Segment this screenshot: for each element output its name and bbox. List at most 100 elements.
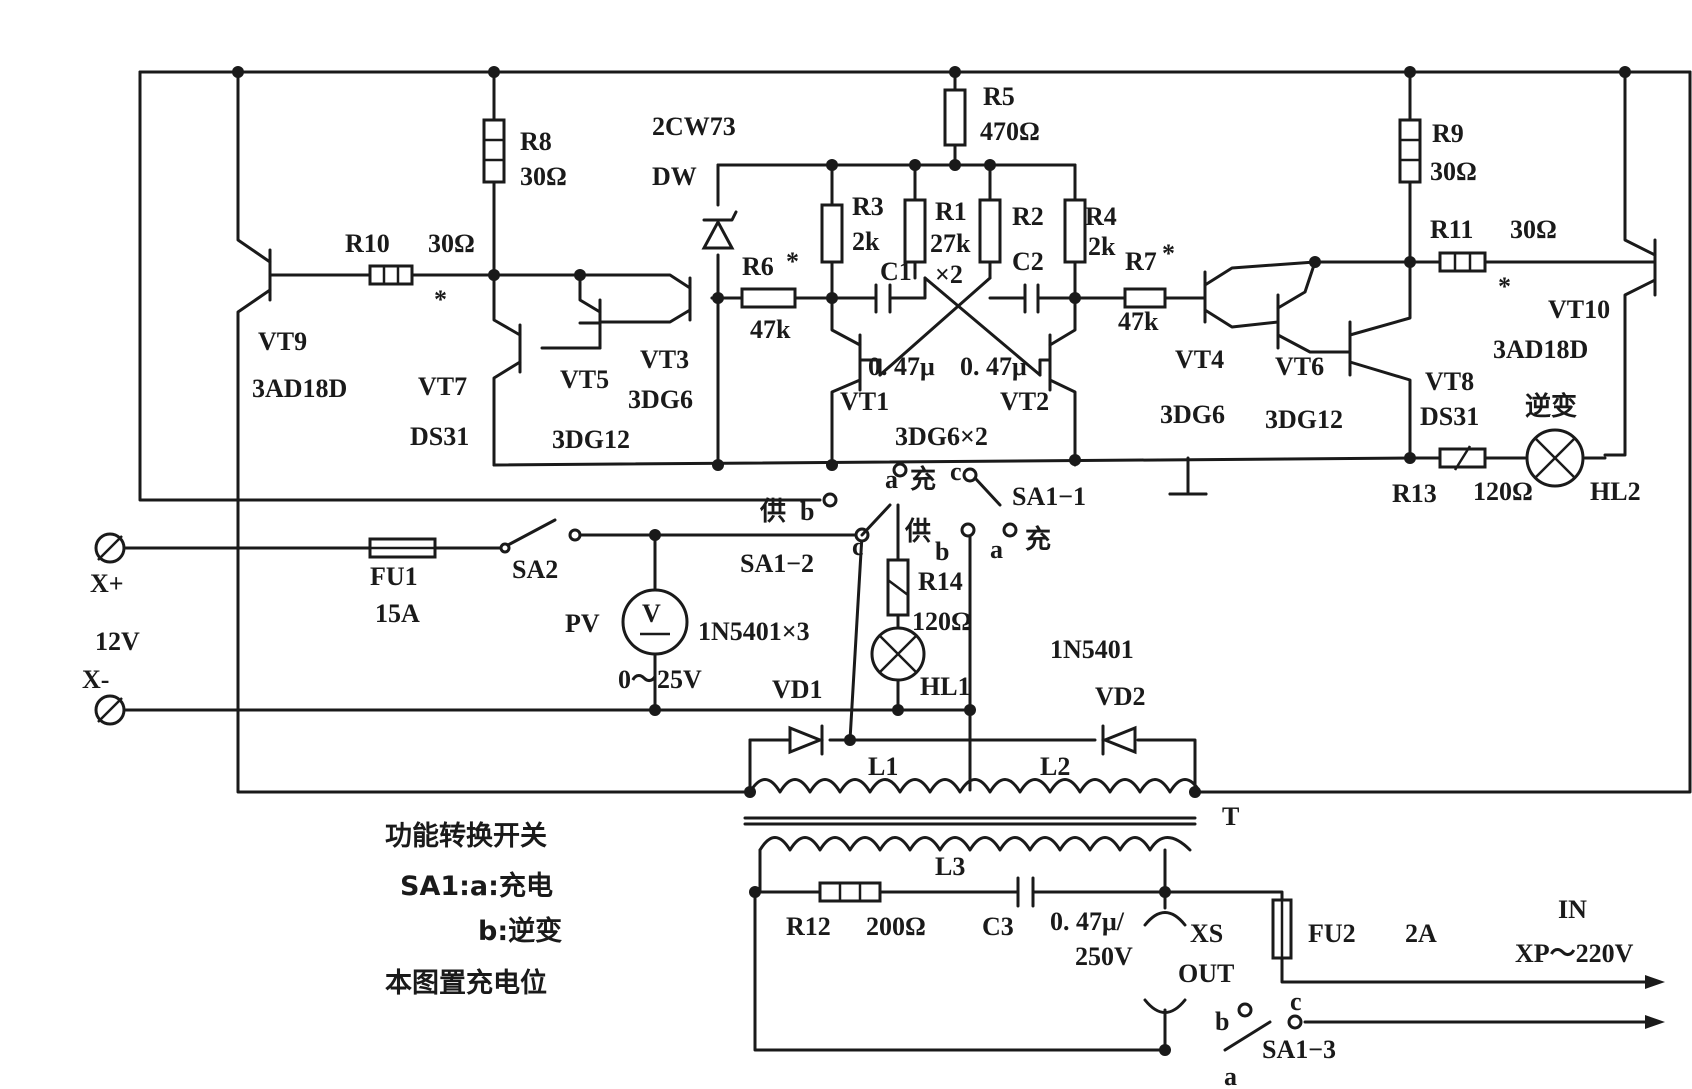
label-r11-mark: * <box>1498 272 1511 301</box>
label-vt6-model: 3DG12 <box>1265 405 1343 434</box>
label-hl2: HL2 <box>1590 477 1641 506</box>
label-pv: PV <box>565 609 600 638</box>
label-vt10: VT10 <box>1548 295 1610 324</box>
label-r11-value: 30Ω <box>1510 215 1557 244</box>
label-vt3-model: 3DG6 <box>628 385 693 414</box>
label-c2: C2 <box>1012 247 1044 276</box>
label-r14-value: 120Ω <box>912 607 972 636</box>
resistor-r11 <box>1438 251 1487 273</box>
capacitor-c2 <box>1023 283 1040 314</box>
switch-sa2 <box>499 518 582 554</box>
label-vt5-model: 3DG12 <box>552 425 630 454</box>
label-pv-range: 0～25V <box>618 665 702 694</box>
label-sa1-2-c: c <box>852 532 864 561</box>
zener-diode-dw <box>701 210 738 250</box>
label-voltage: 12V <box>95 627 140 656</box>
resistor-r5 <box>943 88 967 147</box>
label-t: T <box>1222 802 1239 831</box>
resistor-r7 <box>1123 287 1167 309</box>
label-sa1-2-b: b <box>935 537 949 566</box>
label-vd2-model: 1N5401 <box>1050 635 1134 664</box>
label-vt9-model: 3AD18D <box>252 374 347 403</box>
label-c3-value: 0. 47μ/ <box>1050 907 1125 936</box>
label-r8-value: 30Ω <box>520 162 567 191</box>
transistor-vt1 <box>858 333 882 392</box>
label-sa1-3-c: c <box>1290 987 1302 1016</box>
label-r1: R1 <box>935 197 967 226</box>
label-hl1: HL1 <box>920 672 971 701</box>
label-r10-value: 30Ω <box>428 229 475 258</box>
capacitor-c1 <box>874 283 892 314</box>
label-r9-value: 30Ω <box>1430 157 1477 186</box>
label-sa1-1: SA1−1 <box>1012 482 1086 511</box>
diode-vd2 <box>1100 724 1137 756</box>
label-r12: R12 <box>786 912 831 941</box>
label-r10: R10 <box>345 229 390 258</box>
legend-line-1: SA1:a:充电 <box>400 870 553 902</box>
label-r3-value: 2k <box>852 227 880 256</box>
junctions <box>232 66 1631 1056</box>
legend-line-2: b:逆变 <box>478 915 562 947</box>
label-r4: R4 <box>1085 202 1117 231</box>
label-vt2: VT2 <box>1000 387 1049 416</box>
label-vt1: VT1 <box>840 387 889 416</box>
resistor-r13 <box>1438 445 1487 471</box>
label-r10-mark: * <box>434 285 447 314</box>
label-sa2: SA2 <box>512 555 558 584</box>
label-sa1-1-a: a <box>885 465 898 494</box>
label-r7-value: 47k <box>1118 307 1159 336</box>
socket-xs <box>1143 911 1187 1014</box>
output-arrows <box>1645 975 1665 1029</box>
label-vt6: VT6 <box>1275 352 1324 381</box>
label-sa1-1-c: c <box>950 457 962 486</box>
label-c3-voltage: 250V <box>1075 942 1133 971</box>
label-l3: L3 <box>935 852 965 881</box>
label-vt7: VT7 <box>418 372 467 401</box>
label-r5-value: 470Ω <box>980 117 1040 146</box>
resistor-r3 <box>820 203 844 264</box>
label-r9: R9 <box>1432 119 1464 148</box>
labels: R8 30Ω R9 30Ω R5 470Ω 2CW73 DW R10 30Ω *… <box>82 82 1641 1089</box>
label-vd2: VD2 <box>1095 682 1146 711</box>
switch-sa1-contacts <box>822 462 1303 1052</box>
label-vt5: VT5 <box>560 365 609 394</box>
fuse-fu2 <box>1271 898 1293 960</box>
resistor-r10 <box>368 264 414 286</box>
voltmeter-symbol: V <box>642 599 661 628</box>
resistor-r12 <box>818 881 882 903</box>
resistor-r2 <box>978 198 1002 264</box>
label-fu2-value: 2A <box>1405 919 1437 948</box>
label-terminal-pos: X+ <box>90 569 124 598</box>
label-sa1-3-a: a <box>1224 1062 1237 1089</box>
label-vd1-model: 1N5401×3 <box>698 617 810 646</box>
label-r6-mark: * <box>786 247 799 276</box>
label-l2: L2 <box>1040 752 1070 781</box>
label-r3: R3 <box>852 192 884 221</box>
resistor-r8 <box>482 118 506 184</box>
label-zener-model: 2CW73 <box>652 112 736 141</box>
label-r8: R8 <box>520 127 552 156</box>
label-vd1: VD1 <box>772 675 823 704</box>
label-sa1-1-charge: 充 <box>910 464 936 495</box>
label-vt7-model: DS31 <box>410 422 469 451</box>
label-r6: R6 <box>742 252 774 281</box>
transformer-t <box>743 778 1202 852</box>
transistor-vt2 <box>1038 333 1052 392</box>
resistor-r9 <box>1398 118 1422 184</box>
resistor-r1 <box>903 198 927 264</box>
label-r13: R13 <box>1392 479 1437 508</box>
lamp-hl2 <box>1525 428 1585 488</box>
label-vt10-model: 3AD18D <box>1493 335 1588 364</box>
label-zener-name: DW <box>652 162 697 191</box>
label-fu1: FU1 <box>370 562 418 591</box>
wiring <box>108 70 1692 1052</box>
label-vt3: VT3 <box>640 345 689 374</box>
label-hl2-caption: 逆变 <box>1525 391 1577 422</box>
transistor-vt5 <box>578 298 602 347</box>
label-sa1-2: SA1−2 <box>740 549 814 578</box>
label-fu2: FU2 <box>1308 919 1356 948</box>
label-xs: XS <box>1190 919 1223 948</box>
label-r7: R7 <box>1125 247 1157 276</box>
label-sa1-2-a: a <box>990 535 1003 564</box>
